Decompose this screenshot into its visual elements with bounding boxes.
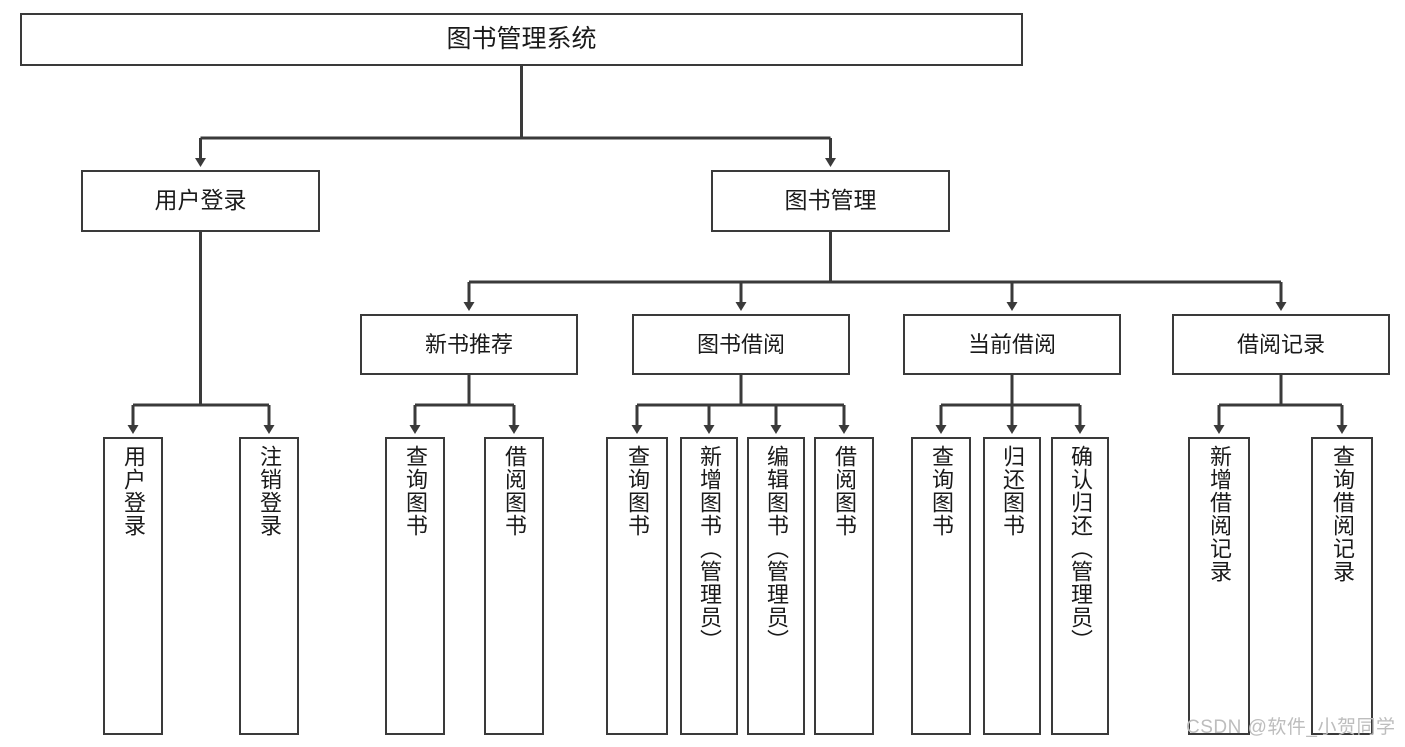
node-label: 查询借阅记录 xyxy=(1330,445,1355,583)
watermark: CSDN @软件_小贺同学 xyxy=(1186,717,1396,738)
node-n-book-borrow[interactable]: 图书借阅 xyxy=(632,314,850,375)
node-label: 图书管理系统 xyxy=(446,24,597,53)
node-label: 编辑图书（管理员） xyxy=(764,445,789,652)
node-l-add-book[interactable]: 新增图书（管理员） xyxy=(680,437,738,735)
node-label: 用户登录 xyxy=(154,187,247,214)
node-n-book-mgmt[interactable]: 图书管理 xyxy=(711,170,950,232)
node-label: 当前借阅 xyxy=(967,331,1056,357)
node-label: 新增图书（管理员） xyxy=(697,445,722,652)
node-label: 确认归还（管理员） xyxy=(1068,445,1093,652)
node-label: 图书借阅 xyxy=(696,331,785,357)
node-label: 新书推荐 xyxy=(424,331,513,357)
node-l-edit-book[interactable]: 编辑图书（管理员） xyxy=(747,437,805,735)
node-label: 查询图书 xyxy=(403,445,428,537)
node-l-confirm-return[interactable]: 确认归还（管理员） xyxy=(1051,437,1109,735)
node-label: 借阅记录 xyxy=(1236,331,1325,357)
node-label: 新增借阅记录 xyxy=(1207,445,1232,583)
node-l-query-book-2[interactable]: 查询图书 xyxy=(606,437,668,735)
node-root[interactable]: 图书管理系统 xyxy=(20,13,1023,66)
node-label: 借阅图书 xyxy=(502,445,527,537)
node-l-query-record[interactable]: 查询借阅记录 xyxy=(1311,437,1373,735)
node-n-user-login[interactable]: 用户登录 xyxy=(81,170,320,232)
node-l-borrow-book-2[interactable]: 借阅图书 xyxy=(814,437,874,735)
node-l-return-book[interactable]: 归还图书 xyxy=(983,437,1041,735)
node-l-borrow-book-1[interactable]: 借阅图书 xyxy=(484,437,544,735)
node-label: 归还图书 xyxy=(1000,445,1025,537)
node-label: 查询图书 xyxy=(625,445,650,537)
node-n-new-book-rec[interactable]: 新书推荐 xyxy=(360,314,578,375)
node-n-current-borrow[interactable]: 当前借阅 xyxy=(903,314,1121,375)
node-n-borrow-record[interactable]: 借阅记录 xyxy=(1172,314,1390,375)
node-label: 图书管理 xyxy=(784,187,877,214)
node-label: 查询图书 xyxy=(929,445,954,537)
node-l-add-record[interactable]: 新增借阅记录 xyxy=(1188,437,1250,735)
node-label: 用户登录 xyxy=(121,445,146,537)
node-l-query-book-3[interactable]: 查询图书 xyxy=(911,437,971,735)
node-l-user-login[interactable]: 用户登录 xyxy=(103,437,163,735)
node-l-query-book-1[interactable]: 查询图书 xyxy=(385,437,445,735)
node-l-logout[interactable]: 注销登录 xyxy=(239,437,299,735)
node-label: 注销登录 xyxy=(257,445,282,537)
node-label: 借阅图书 xyxy=(832,445,857,537)
